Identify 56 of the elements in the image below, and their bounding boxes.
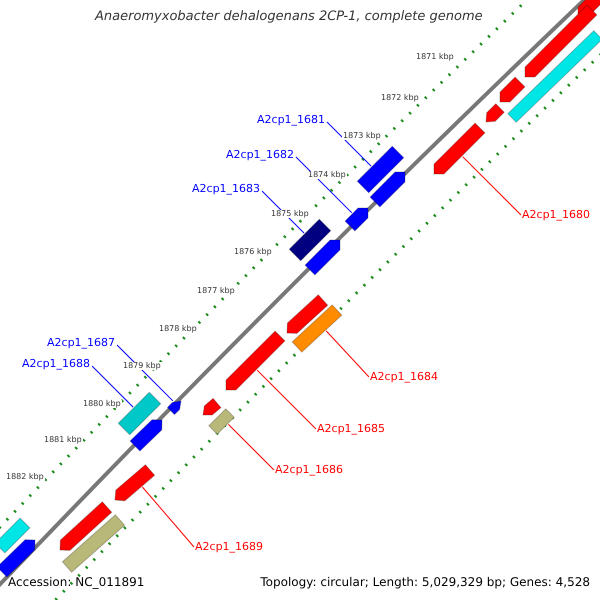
tick-label: 1873 kbp (342, 132, 382, 140)
gene-feature (0, 539, 36, 578)
gene-feature (304, 240, 340, 276)
gene-feature (369, 172, 406, 208)
gene-feature (344, 208, 368, 232)
leader-line (116, 344, 174, 402)
gene-label: A2cp1_1686 (275, 464, 344, 475)
gene-feature (202, 398, 222, 416)
footer-text: Topology: circular; Length: 5,029,329 bp; Genes: 4,528 (260, 576, 590, 588)
tick-label: 1877 kbp (196, 287, 236, 295)
gene-feature (485, 103, 505, 123)
gene-label: A2cp1_1680 (522, 209, 590, 220)
gene-feature (524, 4, 598, 78)
gene-feature (166, 400, 182, 416)
gene-feature (59, 501, 112, 551)
gene-feature (500, 76, 526, 102)
gene-feature (226, 330, 286, 390)
tick-label: 1881 kbp (43, 436, 83, 444)
tick-label: 1882 kbp (5, 473, 45, 481)
gene-label: A2cp1_1681 (257, 114, 326, 125)
tick-label: 1880 kbp (82, 400, 122, 408)
gene-label: A2cp1_1683 (192, 183, 260, 194)
gene-block (507, 30, 600, 123)
gene-label: A2cp1_1685 (317, 423, 386, 434)
gene-feature (114, 464, 156, 502)
gene-label: A2cp1_1689 (195, 541, 264, 552)
tick-label: 1874 kbp (307, 171, 347, 179)
title: Anaeromyxobacter dehalogenans 2CP-1, complete genome (95, 10, 483, 23)
leader-line (256, 370, 316, 430)
tick-label: 1876 kbp (233, 248, 273, 256)
gene-block (0, 517, 31, 554)
gene-block (288, 218, 332, 262)
gene-label: A2cp1_1687 (47, 337, 116, 348)
tick-label: 1871 kbp (415, 53, 455, 61)
leader-line (296, 156, 352, 214)
gene-block (62, 514, 126, 573)
leader-line (228, 424, 274, 470)
leader-line (462, 156, 522, 216)
gene-label: A2cp1_1684 (370, 371, 438, 382)
gene-block (292, 304, 342, 353)
gene-block (208, 408, 235, 435)
leader-line (326, 330, 370, 378)
tick-label: 1875 kbp (270, 210, 310, 218)
leader-line (92, 366, 134, 408)
tick-label: 1878 kbp (158, 325, 198, 333)
gene-feature (434, 122, 486, 174)
leader-line (326, 122, 372, 167)
gene-feature (129, 419, 162, 452)
gene-feature (286, 294, 328, 334)
gene-block (356, 146, 404, 194)
gene-label: A2cp1_1682 (226, 149, 294, 160)
gene-label: A2cp1_1688 (22, 358, 90, 369)
tick-label: 1872 kbp (380, 94, 420, 102)
tick-label: 1879 kbp (122, 362, 162, 370)
footer-text: Accession: NC_011891 (8, 576, 144, 588)
leader-line (142, 486, 194, 548)
